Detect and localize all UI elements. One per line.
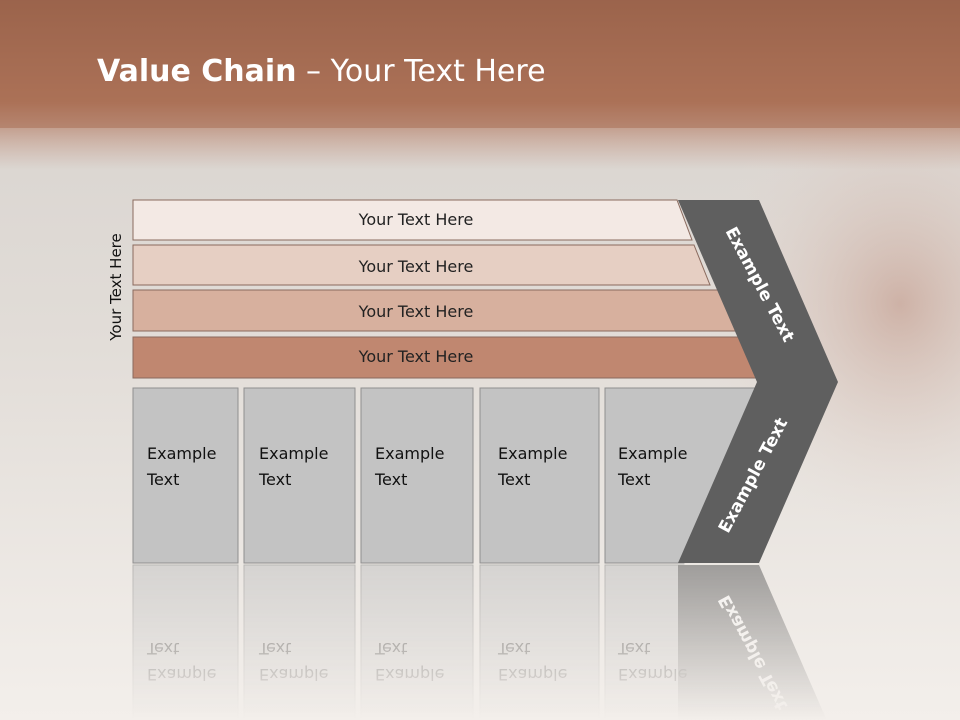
svg-text:Example: Example bbox=[498, 665, 567, 684]
svg-text:Text: Text bbox=[617, 639, 650, 658]
svg-text:Example: Example bbox=[375, 665, 444, 684]
band-4-label: Your Text Here bbox=[358, 347, 474, 366]
svg-text:Text: Text bbox=[374, 639, 407, 658]
title-rest: – Your Text Here bbox=[296, 54, 546, 89]
svg-text:Example: Example bbox=[147, 665, 216, 684]
band-2-label: Your Text Here bbox=[358, 257, 474, 276]
column-3 bbox=[360, 387, 474, 564]
svg-text:Text: Text bbox=[258, 639, 291, 658]
column-5-line1: Example bbox=[618, 444, 687, 463]
column-2-line2: Text bbox=[258, 470, 291, 489]
column-3-line2: Text bbox=[374, 470, 407, 489]
svg-text:Text: Text bbox=[146, 639, 179, 658]
diagram-reflection: Example Text Example Text Example Text E… bbox=[132, 564, 827, 720]
column-4-line2: Text bbox=[497, 470, 530, 489]
band-2 bbox=[132, 244, 711, 286]
column-2 bbox=[243, 387, 356, 564]
column-2-line1: Example bbox=[259, 444, 328, 463]
band-1-label: Your Text Here bbox=[358, 210, 474, 229]
svg-text:Text: Text bbox=[497, 639, 530, 658]
title-bold: Value Chain bbox=[97, 54, 297, 89]
column-1-line1: Example bbox=[147, 444, 216, 463]
column-3-line1: Example bbox=[375, 444, 444, 463]
svg-text:Example: Example bbox=[618, 665, 687, 684]
column-1-line2: Text bbox=[146, 470, 179, 489]
column-1 bbox=[132, 387, 239, 564]
svg-text:Example: Example bbox=[259, 665, 328, 684]
column-4-line1: Example bbox=[498, 444, 567, 463]
column-4 bbox=[479, 387, 600, 564]
slide-title: Value Chain – Your Text Here bbox=[97, 54, 546, 89]
value-chain-arrow bbox=[678, 200, 838, 563]
band-3-label: Your Text Here bbox=[358, 302, 474, 321]
band-1 bbox=[132, 199, 693, 241]
column-5-line2: Text bbox=[617, 470, 650, 489]
